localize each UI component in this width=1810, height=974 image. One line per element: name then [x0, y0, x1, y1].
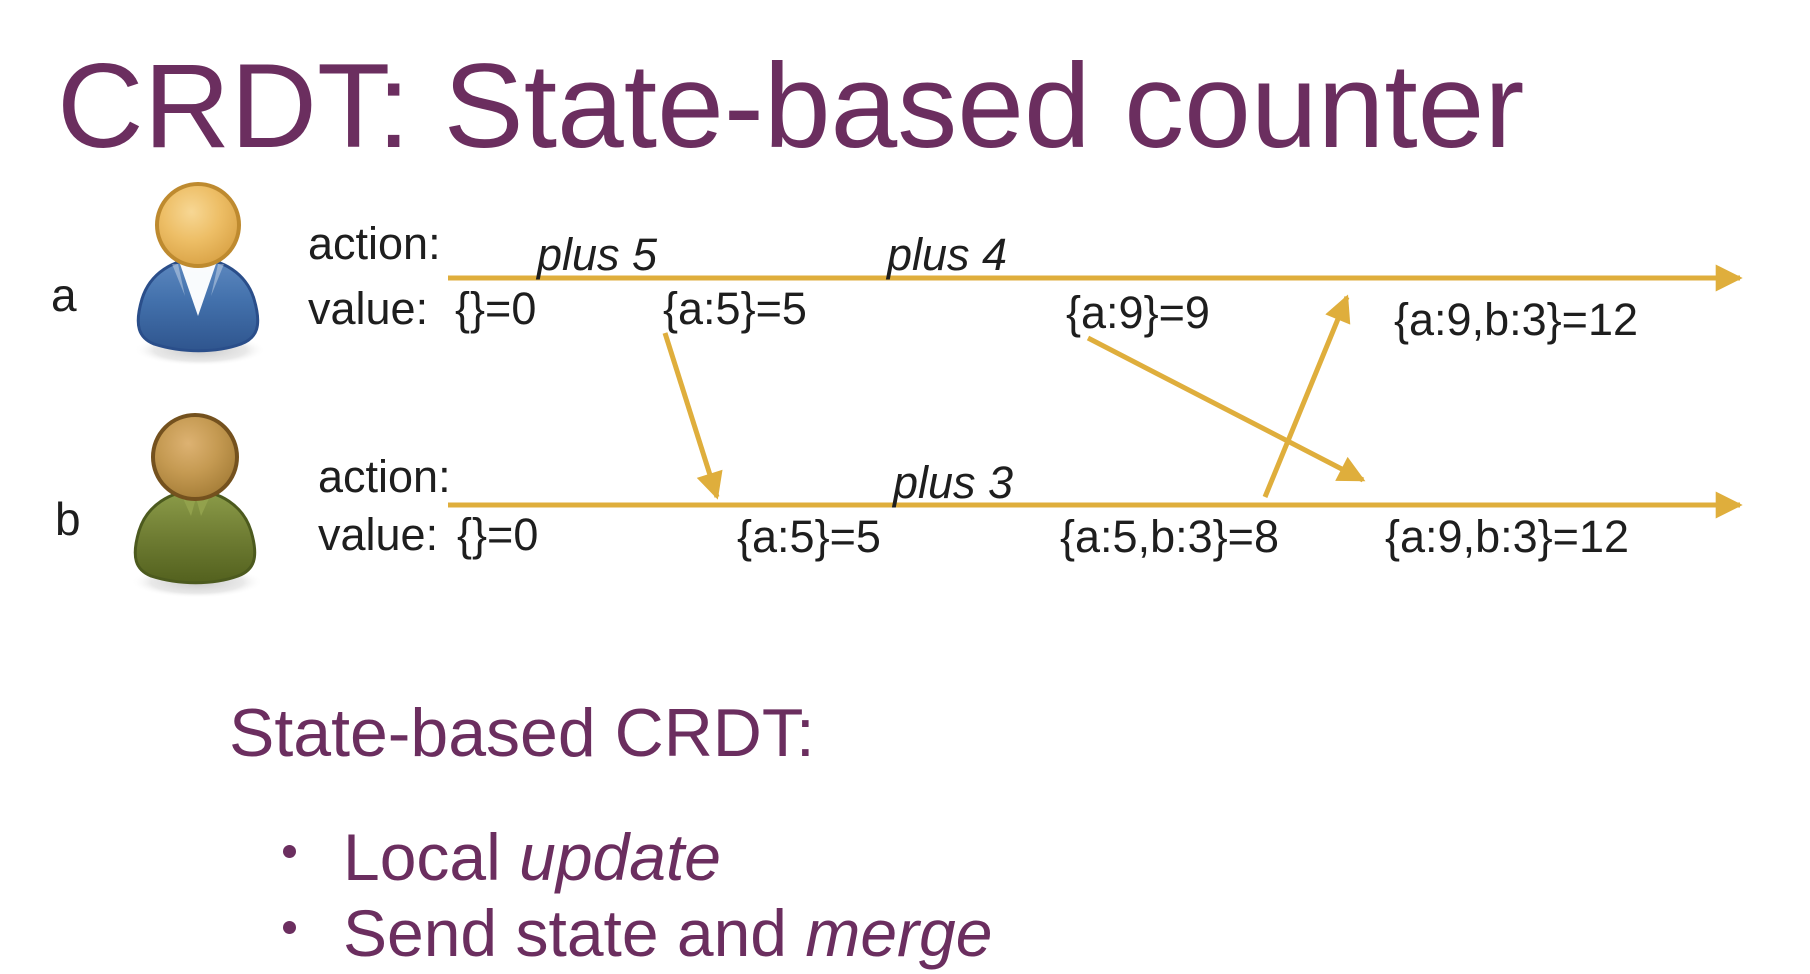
bullet-text-emphasis: merge: [805, 896, 993, 970]
bullet-text-plain: Local: [343, 820, 520, 894]
replica-b-state-3: {a:9,b:3}=12: [1385, 511, 1630, 562]
bullet-text-emphasis: update: [519, 820, 721, 894]
replica-b-action-plus3: plus 3: [893, 457, 1014, 508]
replica-a-value-caption: value:: [308, 283, 429, 334]
bullet-item-send-merge: Send state and merge: [343, 900, 992, 966]
bullet-dot: [283, 921, 296, 934]
replica-b-label: b: [55, 493, 81, 545]
replica-a-action-plus4: plus 4: [887, 229, 1008, 280]
replica-b-state-1: {a:5}=5: [737, 511, 881, 562]
replica-a-label: a: [51, 269, 77, 321]
replica-a-state-1: {a:5}=5: [663, 283, 807, 334]
replica-b-state-2: {a:5,b:3}=8: [1060, 511, 1279, 562]
message-arrow-a-to-b-state9: [1086, 335, 1366, 483]
replica-b-state-0: {}=0: [457, 509, 539, 560]
replica-a-state-0: {}=0: [455, 283, 537, 334]
bullet-text-plain: Send state and: [343, 896, 806, 970]
footer-heading: State-based CRDT:: [229, 695, 815, 771]
bullet-item-local-update: Local update: [343, 824, 721, 890]
replica-a-action-plus5: plus 5: [537, 229, 658, 280]
bullet-dot: [283, 845, 296, 858]
message-arrow-b-to-a-state8: [1262, 294, 1351, 498]
replica-b-action-caption: action:: [318, 451, 451, 502]
slide-title: CRDT: State-based counter: [57, 39, 1525, 173]
person-icon: [131, 413, 263, 598]
replica-b-value-caption: value:: [318, 509, 439, 560]
replica-a-state-2: {a:9}=9: [1066, 287, 1210, 338]
person-icon: [134, 182, 266, 366]
replica-a-state-3: {a:9,b:3}=12: [1394, 294, 1639, 345]
replica-a-action-caption: action:: [308, 218, 441, 269]
message-arrow-a-to-b-state5: [662, 332, 723, 500]
